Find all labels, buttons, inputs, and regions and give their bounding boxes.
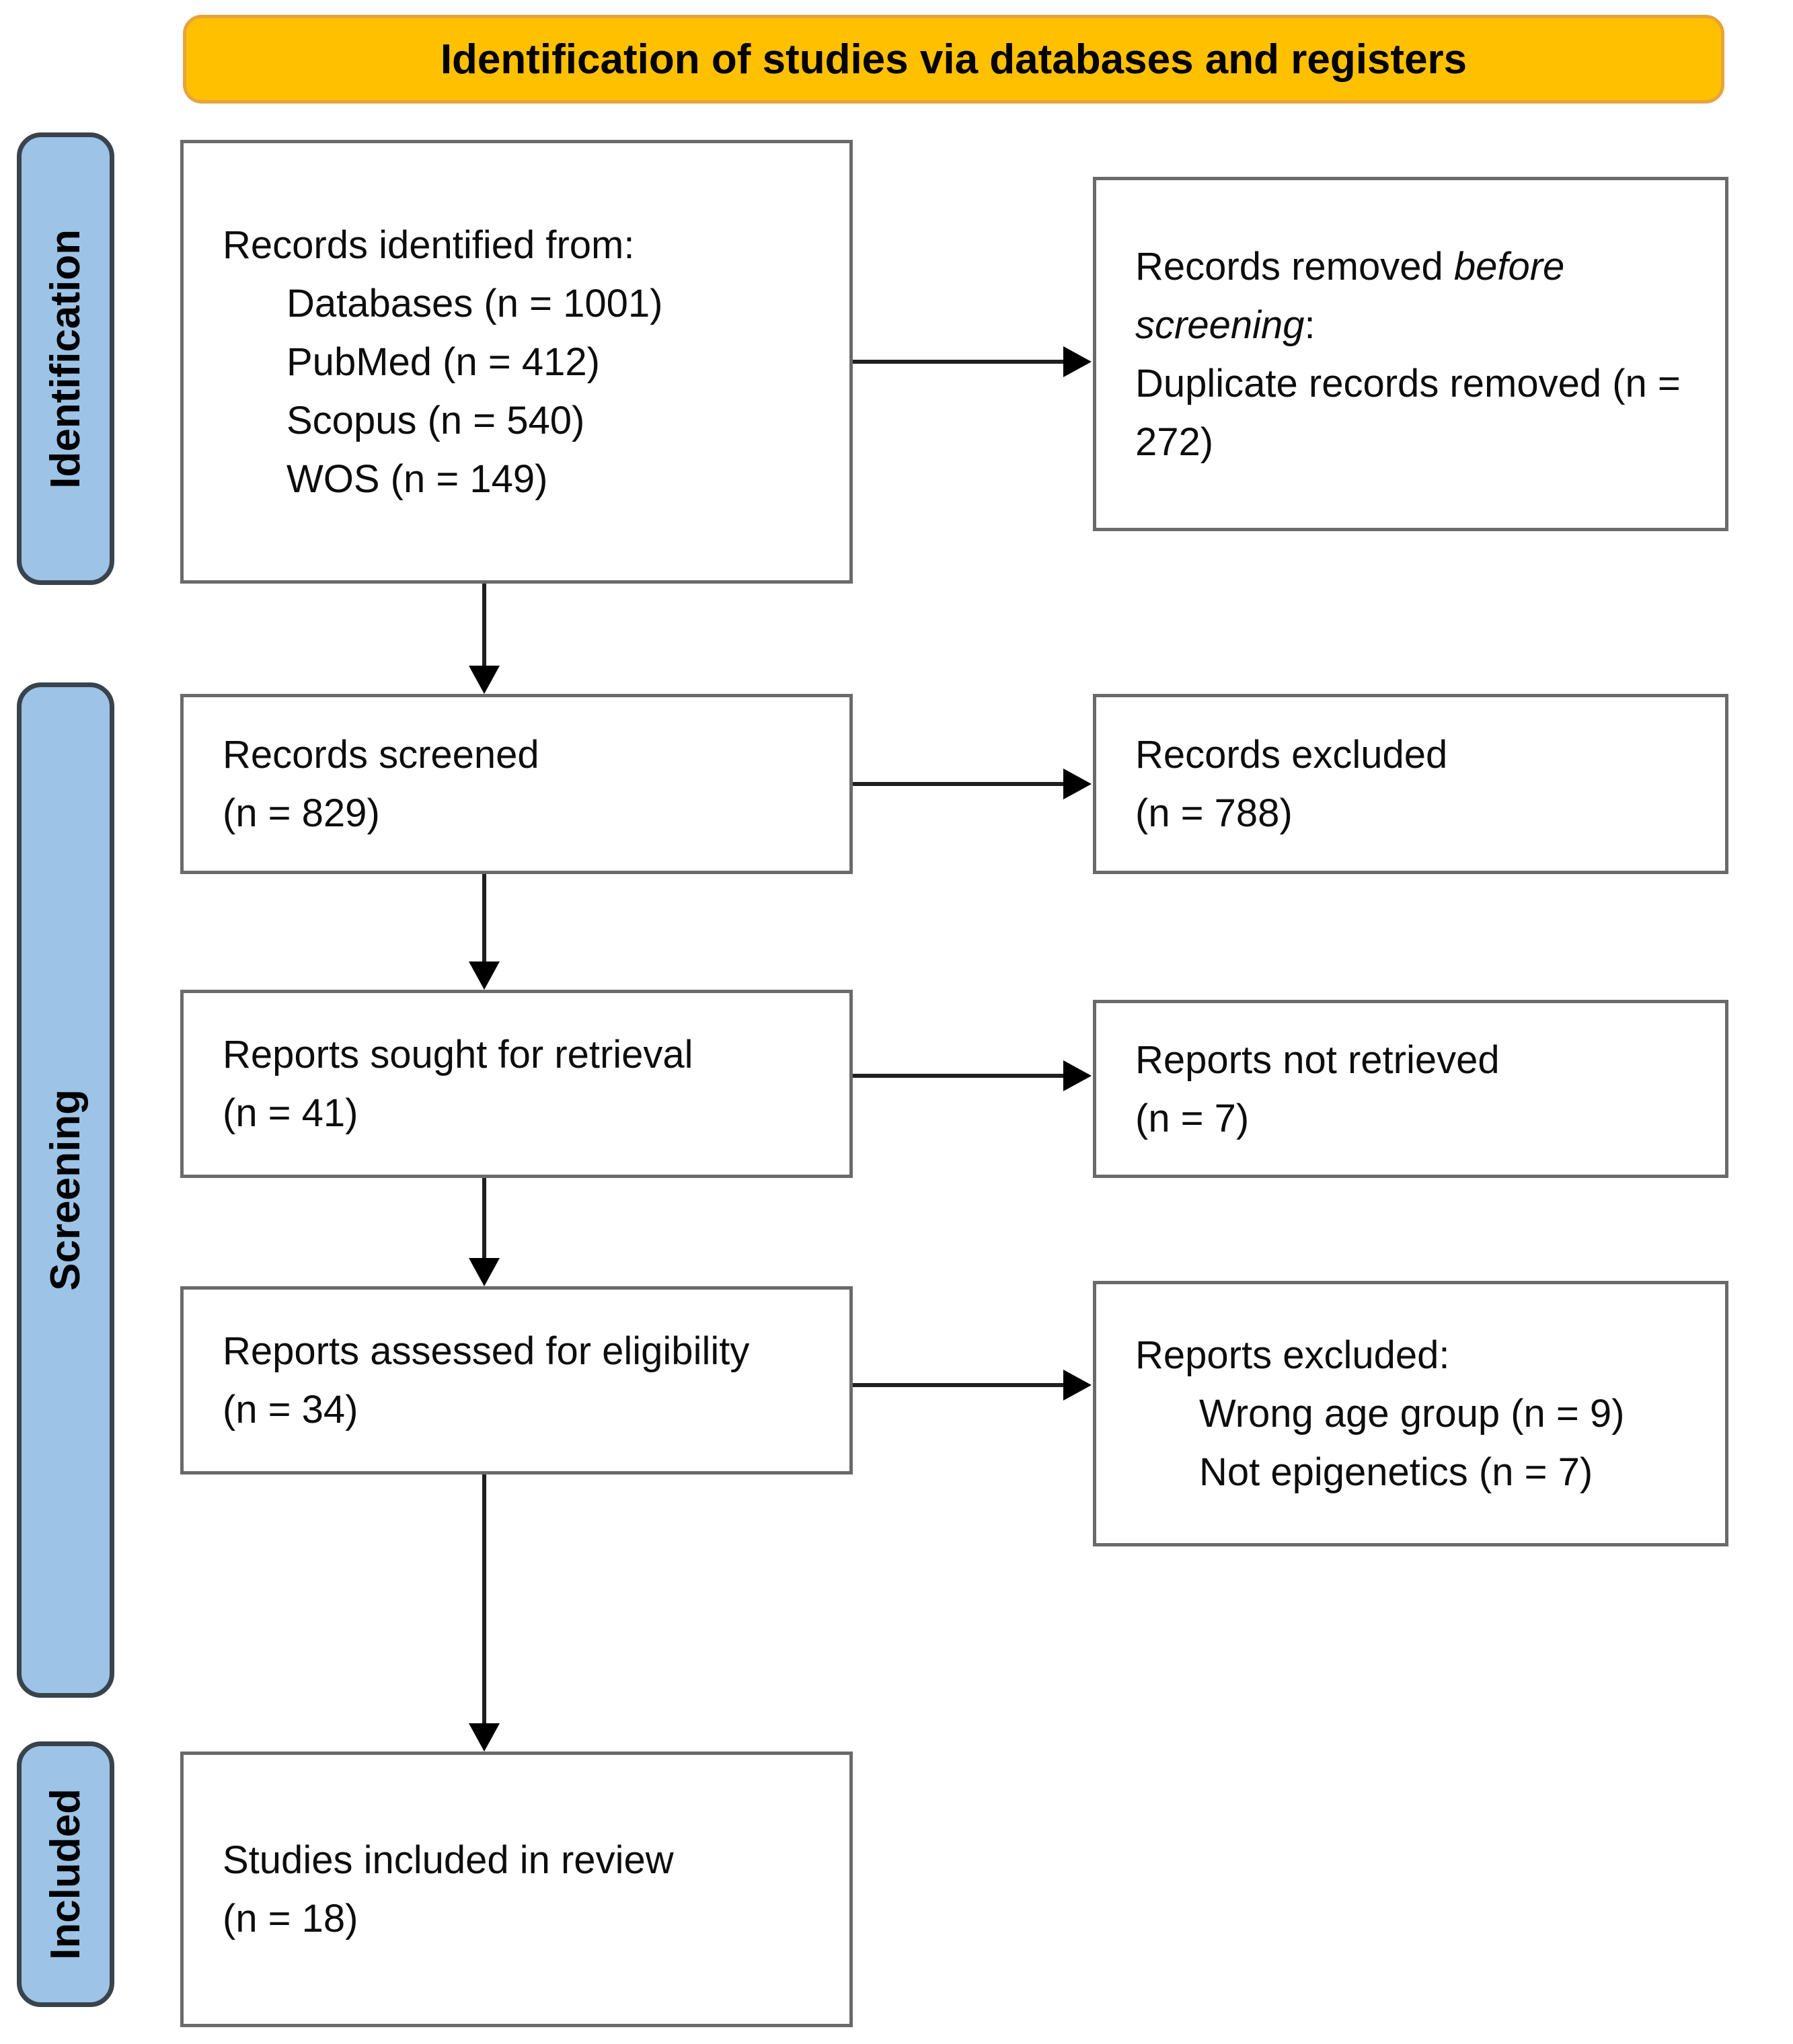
text-line: Records identified from: (223, 223, 635, 267)
stage-label-identification: Identification (17, 132, 114, 585)
box-records-excluded: Records excluded (n = 788) (1093, 694, 1728, 874)
stage-label-text: Included (42, 1788, 89, 1960)
arrow-assessed-to-included (482, 1475, 486, 1725)
text-line: Reports excluded: (1135, 1333, 1450, 1377)
arrow-screened-to-excluded (853, 782, 1065, 786)
text-line: Scopus (n = 540) (287, 398, 585, 442)
text-line: Reports sought for retrieval (223, 1033, 693, 1076)
arrow-sought-to-not-retrieved (853, 1074, 1065, 1078)
text-line: Reports assessed for eligibility (223, 1329, 750, 1373)
text-line: PubMed (n = 412) (287, 340, 600, 384)
box-reports-excluded: Reports excluded: Wrong age group (n = 9)… (1093, 1281, 1728, 1546)
box-reports-assessed: Reports assessed for eligibility (n = 34) (180, 1286, 853, 1475)
arrow-identified-to-screened (482, 584, 486, 667)
text-line: (n = 829) (223, 791, 380, 835)
text-line: Records removed before screening: (1135, 244, 1565, 347)
stage-label-screening: Screening (17, 682, 114, 1698)
text-line: Records excluded (1135, 733, 1448, 777)
text-line: Studies included in review (223, 1838, 674, 1882)
text-line: (n = 7) (1135, 1096, 1250, 1140)
text-line: Reports not retrieved (1135, 1037, 1500, 1082)
text-line: WOS (n = 149) (287, 457, 548, 501)
stage-label-text: Screening (42, 1089, 89, 1291)
arrow-assessed-to-reports-excluded (853, 1383, 1065, 1387)
box-studies-included: Studies included in review (n = 18) (180, 1752, 853, 2027)
box-records-identified: Records identified from: Databases (n = 1… (180, 140, 853, 584)
box-records-removed-before-screening: Records removed before screening: Duplica… (1093, 177, 1728, 531)
text-line: Databases (n = 1001) (287, 281, 663, 325)
title-banner: Identification of studies via databases … (183, 15, 1724, 104)
text-line: Records screened (223, 733, 539, 777)
page-title: Identification of studies via databases … (440, 36, 1467, 83)
arrow-identified-to-removed (853, 360, 1065, 364)
text-line: (n = 788) (1135, 791, 1293, 835)
box-records-screened: Records screened (n = 829) (180, 694, 853, 874)
arrow-screened-to-sought (482, 874, 486, 963)
text-line: Duplicate records removed (n = 272) (1135, 361, 1681, 464)
text-line: Not epigenetics (n = 7) (1199, 1450, 1593, 1494)
text-line: (n = 41) (223, 1091, 358, 1135)
text-line: (n = 18) (223, 1897, 358, 1940)
box-reports-not-retrieved: Reports not retrieved (n = 7) (1093, 1000, 1728, 1178)
arrow-sought-to-assessed (482, 1178, 486, 1259)
text-line: (n = 34) (223, 1388, 358, 1431)
stage-label-included: Included (17, 1741, 114, 2007)
text-line: Wrong age group (n = 9) (1199, 1392, 1625, 1436)
stage-label-text: Identification (42, 229, 89, 489)
box-reports-sought: Reports sought for retrieval (n = 41) (180, 990, 853, 1178)
